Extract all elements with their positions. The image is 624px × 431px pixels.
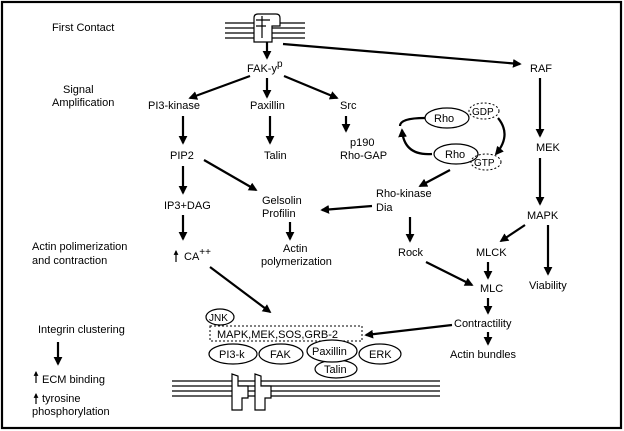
signaling-complex: JNK MAPK,MEK,SOS,GRB-2 PI3-k FAK Talin P…: [205, 308, 402, 379]
complex-erk-ellipse: [358, 343, 402, 365]
node-viability: Viability: [529, 280, 567, 292]
cycle-arc-right: [494, 117, 506, 156]
node-raf: RAF: [530, 63, 552, 75]
node-talin: Talin: [264, 150, 287, 162]
node-rho-kinase: Rho-kinase: [376, 188, 432, 200]
complex-paxillin-ellipse: [306, 339, 358, 363]
node-mlc: MLC: [480, 283, 503, 295]
node-src: Src: [340, 100, 357, 112]
cycle-arc-left: [398, 116, 426, 127]
node-mek: MEK: [536, 142, 561, 154]
gtp-ellipse: [470, 153, 502, 171]
phosphorylation: phosphorylation: [32, 406, 110, 418]
node-mapk: MAPK: [527, 210, 559, 222]
node-actin: Actin: [283, 243, 307, 255]
node-paxillin: Paxillin: [250, 100, 285, 112]
ecm-binding: ECM binding: [42, 374, 105, 386]
rho-gdp-label: Rho: [434, 113, 454, 125]
complex-talin: Talin: [324, 364, 347, 376]
complex-paxillin: Paxillin: [312, 346, 347, 358]
gdp-ellipse: [468, 102, 500, 120]
stage-amplification: Amplification: [52, 97, 114, 109]
bottom-membrane: [172, 373, 440, 411]
tyrosine: tyrosine: [42, 393, 81, 405]
node-pi3-kinase: PI3-kinase: [148, 100, 200, 112]
complex-cascade: MAPK,MEK,SOS,GRB-2: [217, 329, 338, 341]
node-actin-bundles: Actin bundles: [450, 349, 517, 361]
node-rho-gap: Rho-GAP: [340, 150, 387, 162]
complex-fak: FAK: [270, 349, 291, 361]
stage-and-contraction: and contraction: [32, 255, 107, 267]
node-p190: p190: [350, 137, 374, 149]
complex-jnk: JNK: [209, 313, 228, 324]
stage-integrin-clustering: Integrin clustering: [38, 324, 125, 336]
stage-first-contact: First Contact: [52, 22, 114, 34]
stage-actin-polimerization: Actin polimerization: [32, 241, 127, 253]
complex-pi3k: PI3-k: [219, 349, 245, 361]
stage-signal: Signal: [63, 84, 94, 96]
node-contractility: Contractility: [454, 318, 512, 330]
node-rock: Rock: [398, 247, 424, 259]
node-ca: CA++: [184, 247, 211, 263]
arrows: [178, 42, 553, 346]
rho-gtp-label: Rho: [445, 149, 465, 161]
complex-pi3k-ellipse: [208, 343, 258, 365]
complex-cascade-box: [209, 325, 363, 342]
complex-fak-ellipse: [258, 343, 304, 365]
complex-jnk-ellipse: [205, 308, 235, 326]
node-fak: FAK-yp: [247, 59, 283, 75]
gdp-label: GDP: [472, 107, 494, 118]
node-ip3-dag: IP3+DAG: [164, 200, 211, 212]
rho-gtp-ellipse: [433, 143, 479, 165]
gtp-label: GTP: [474, 158, 495, 169]
top-membrane: [225, 13, 305, 43]
node-polymerization: polymerization: [261, 256, 332, 268]
node-profilin: Profilin: [262, 208, 296, 220]
node-pip2: PIP2: [170, 150, 194, 162]
cycle-arc-left-lower: [398, 128, 433, 156]
complex-erk: ERK: [369, 349, 392, 361]
rho-cycle: Rho GDP Rho GTP: [398, 102, 506, 171]
node-gelsolin: Gelsolin: [262, 195, 302, 207]
node-dia: Dia: [376, 202, 393, 214]
node-mlck: MLCK: [476, 247, 507, 259]
